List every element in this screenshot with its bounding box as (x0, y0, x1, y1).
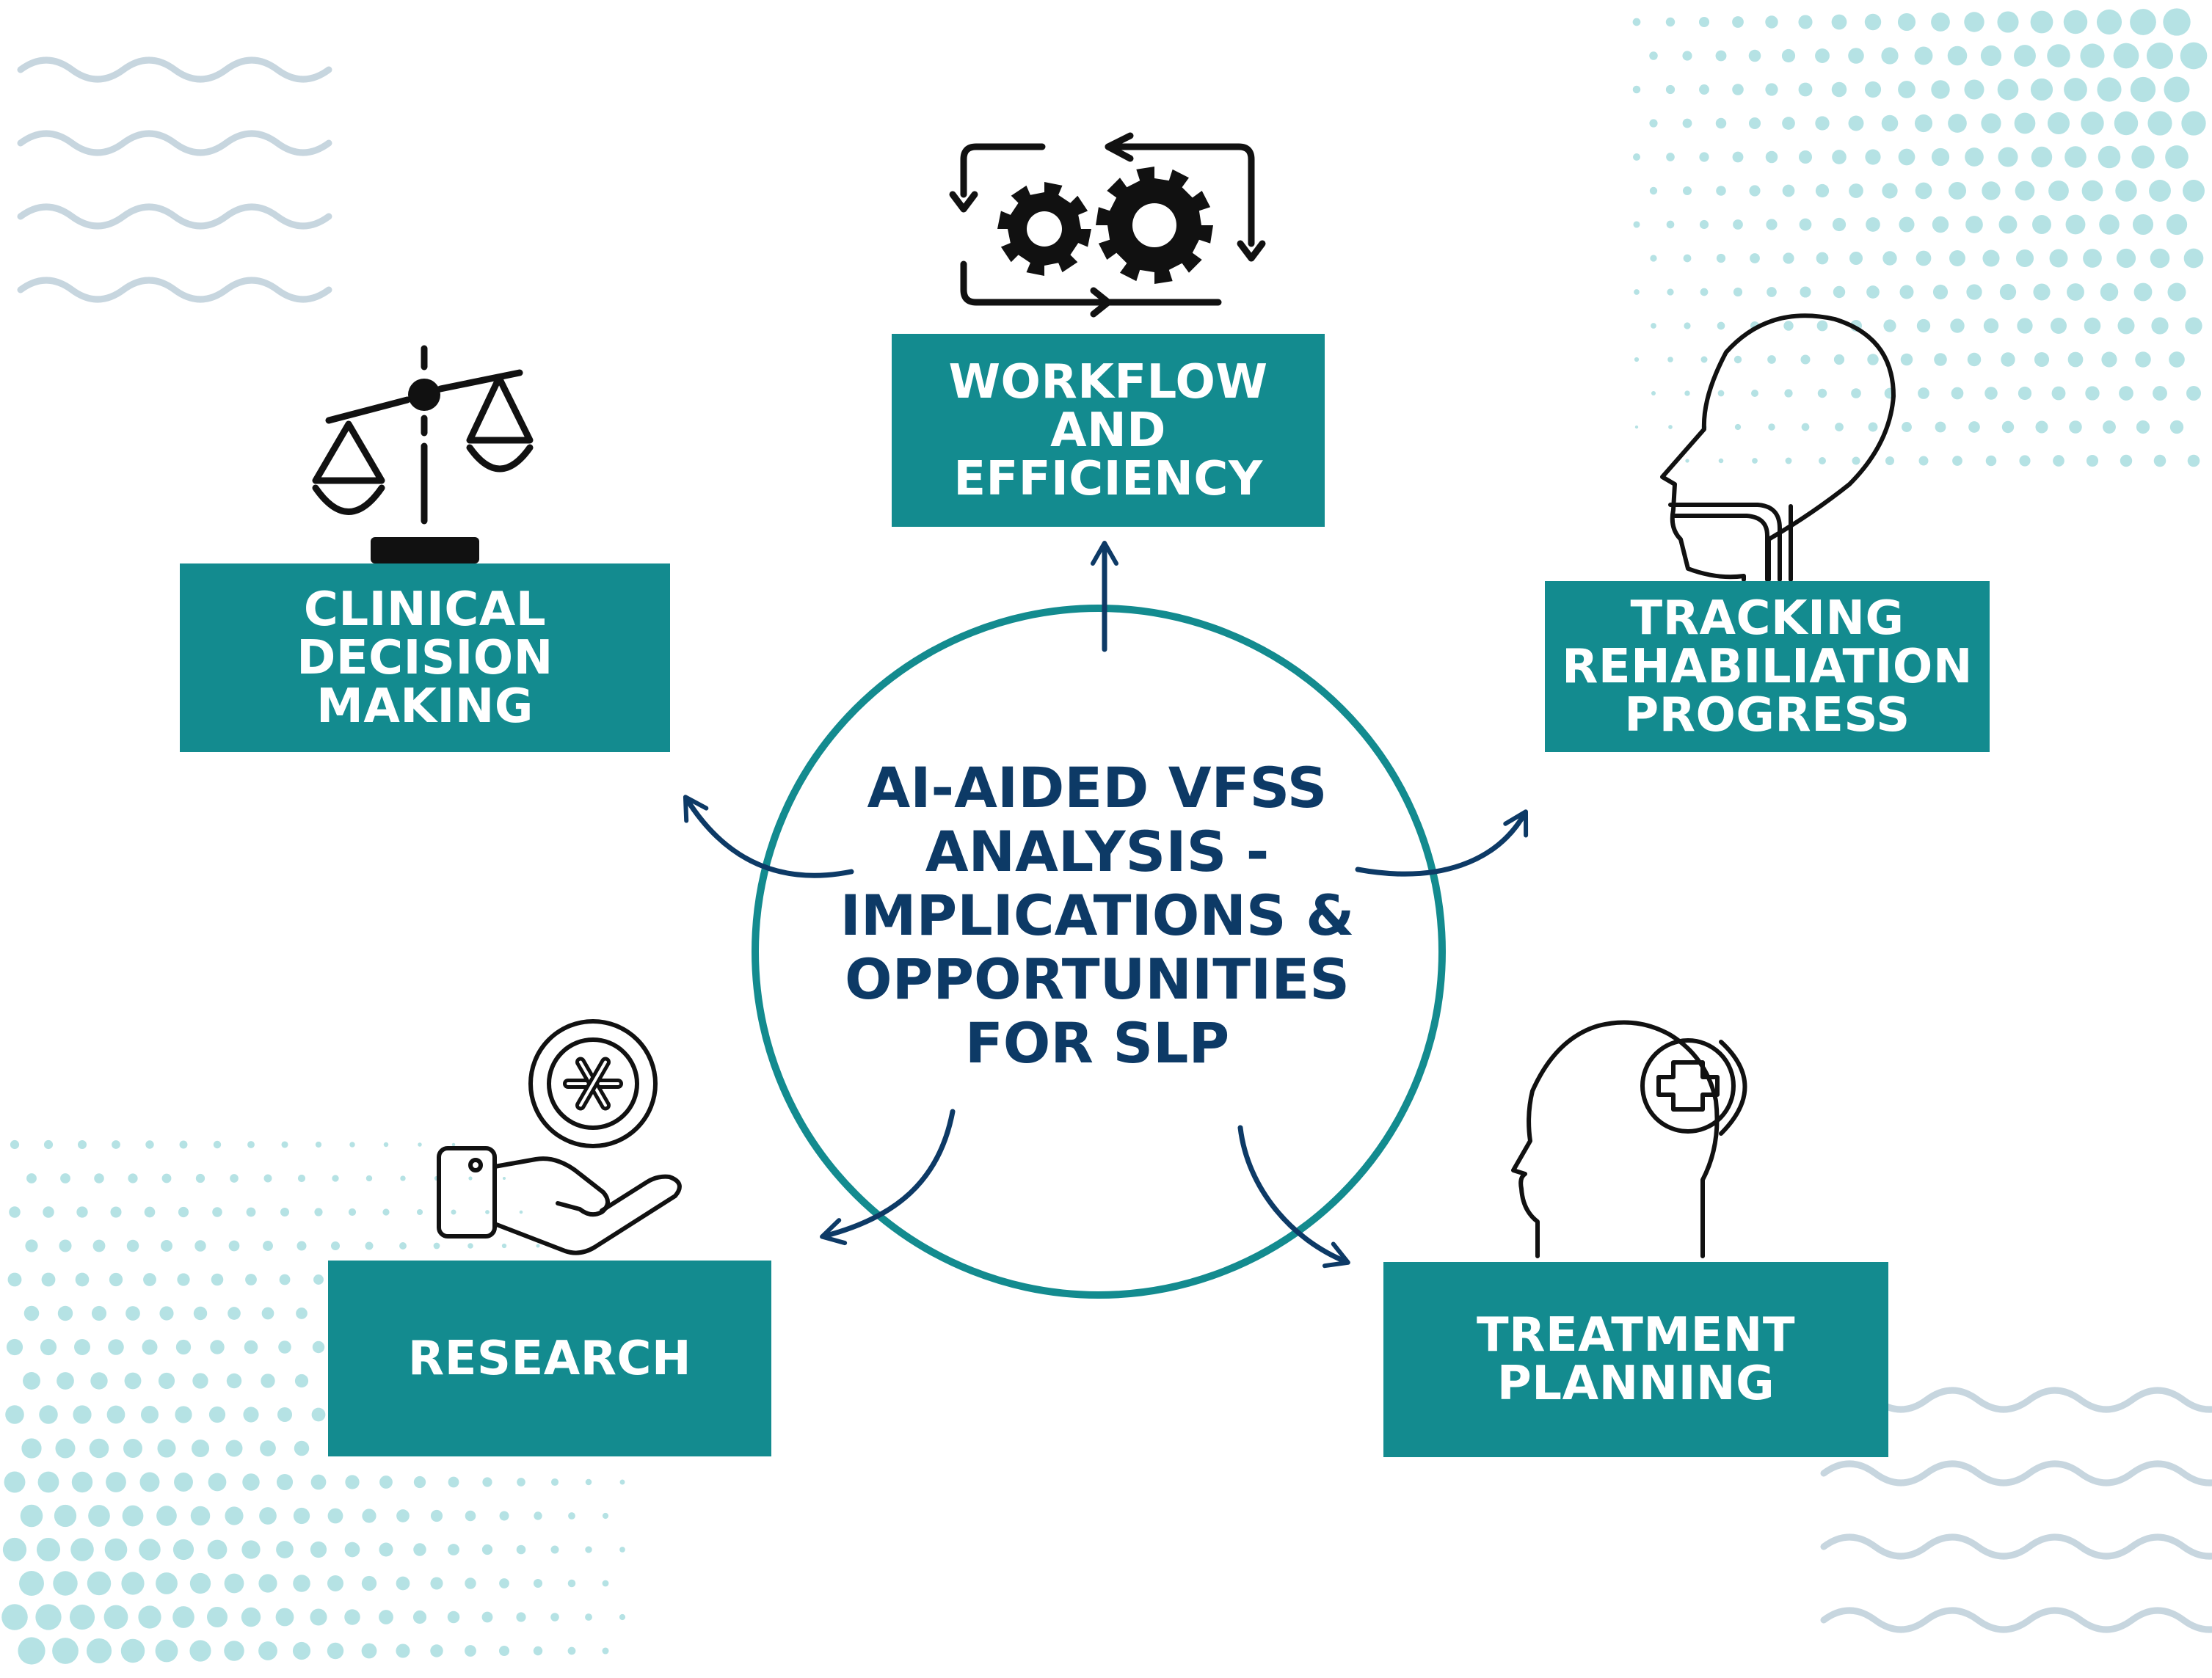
asterisk-icon (563, 1057, 623, 1111)
balance-scale-icon (312, 345, 534, 563)
clinical-decision-label: CLINICAL DECISION MAKING (296, 582, 553, 734)
hand-holding-medical-icon (437, 1019, 682, 1255)
arrow-to-research (820, 1109, 956, 1246)
workflow-efficiency-box: WORKFLOW AND EFFICIENCY (892, 334, 1325, 527)
treatment-planning-box: TREATMENT PLANNING (1383, 1262, 1888, 1457)
dot-pattern-bottom-left (1, 1139, 626, 1665)
arrow-to-tracking (1355, 809, 1529, 877)
wave-pattern-bottom-right (1820, 1387, 2212, 1633)
research-label: RESEARCH (407, 1331, 692, 1386)
arrow-to-clinical (683, 795, 854, 878)
clinical-decision-box: CLINICAL DECISION MAKING (180, 563, 670, 752)
tracking-rehab-label: TRACKING REHABILIATION PROGRESS (1562, 591, 1973, 743)
center-title: AI-AIDED VFSS ANALYSIS - IMPLICATIONS & … (840, 755, 1355, 1076)
gears-cycle-icon (949, 132, 1266, 318)
head-profile-swallow-icon (1660, 313, 1896, 582)
dot-pattern-top-right (1632, 8, 2208, 467)
treatment-planning-label: TREATMENT PLANNING (1477, 1308, 1795, 1411)
center-circle (752, 605, 1446, 1299)
wave-pattern-top-left (17, 56, 332, 303)
research-box: RESEARCH (328, 1261, 771, 1456)
workflow-efficiency-label: WORKFLOW AND EFFICIENCY (948, 354, 1268, 506)
large-gear-icon (1096, 167, 1213, 284)
head-medical-cross-icon (1511, 1020, 1747, 1258)
arrow-to-treatment (1237, 1125, 1350, 1269)
tracking-rehab-box: TRACKING REHABILIATION PROGRESS (1545, 581, 1990, 752)
connector-arrows (683, 541, 1529, 1269)
small-gear-icon (997, 182, 1091, 276)
